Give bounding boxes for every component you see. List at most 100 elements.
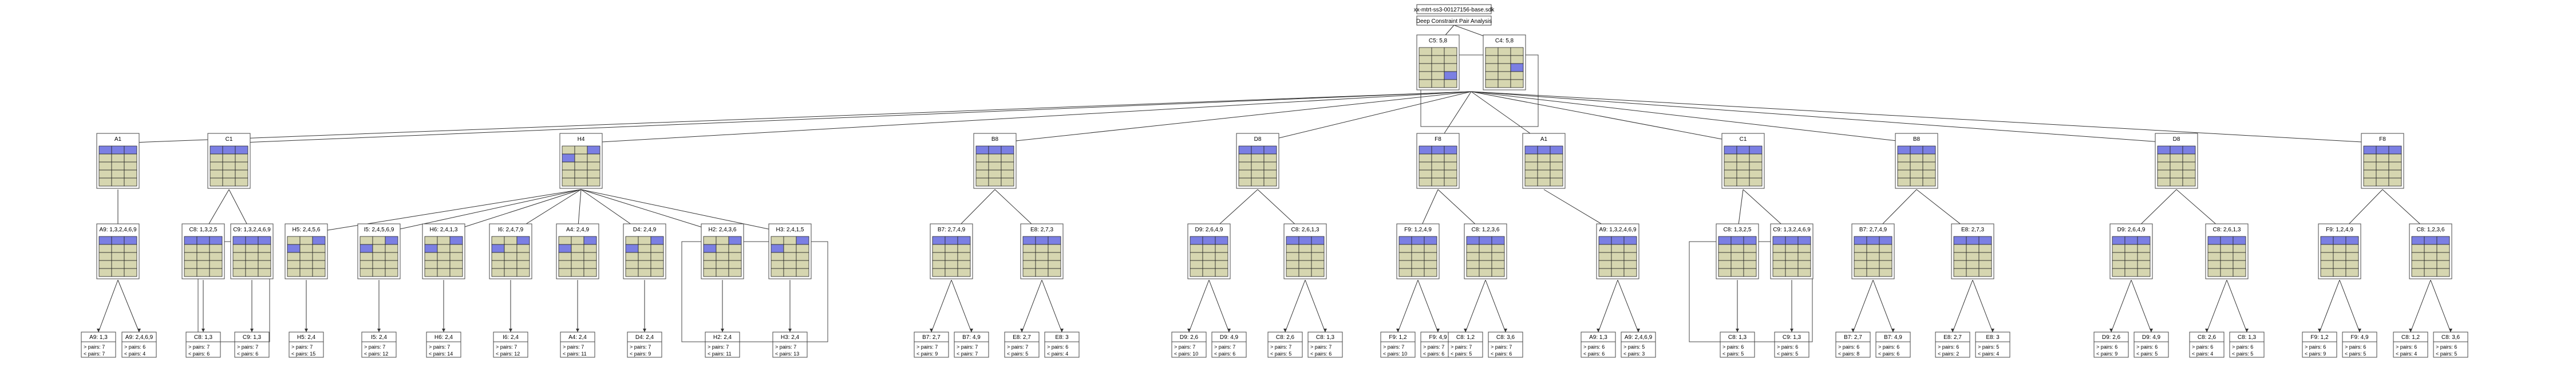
grid-cell bbox=[1444, 169, 1457, 179]
grid-cell bbox=[716, 236, 729, 245]
grid-cell bbox=[1724, 169, 1737, 179]
grid-cell bbox=[184, 268, 197, 277]
grid-cell bbox=[1411, 252, 1425, 261]
node-label: A4: 2,4 bbox=[568, 334, 587, 341]
grid-cell bbox=[1190, 244, 1203, 253]
edge-arrowhead bbox=[1396, 329, 1400, 332]
grid-cell bbox=[625, 252, 639, 261]
tree-node: C9: 1,3,2,4,6,9 bbox=[1770, 223, 1814, 279]
tree-node: C4: 5,8 bbox=[1483, 34, 1526, 90]
grid-cell bbox=[1251, 177, 1265, 187]
edge-arrowhead bbox=[721, 329, 724, 332]
pair-count: < pairs: 15 bbox=[291, 351, 315, 357]
grid-cell bbox=[1190, 252, 1203, 261]
tree-node: C5: 5,8 bbox=[1416, 34, 1460, 90]
grid-cell bbox=[1022, 252, 1036, 261]
grid-cell bbox=[2124, 260, 2138, 269]
tree-node: A4: 2,4> pairs: 7< pairs: 11 bbox=[560, 332, 595, 358]
grid-cell bbox=[210, 153, 223, 163]
grid-cell bbox=[184, 236, 197, 245]
grid-cell bbox=[1498, 63, 1511, 72]
grid-cell bbox=[1238, 169, 1252, 179]
tree-node: D9: 4,9> pairs: 6< pairs: 5 bbox=[2134, 332, 2169, 358]
result-box bbox=[1621, 332, 1656, 358]
cluster-frame bbox=[1420, 54, 1539, 127]
node-label: C9: 1,3,2,4,6,9 bbox=[233, 227, 271, 233]
grid-cell bbox=[111, 260, 125, 269]
grid-cell bbox=[1479, 244, 1492, 253]
tree-node: A9: 2,4,6,9> pairs: 6< pairs: 4 bbox=[121, 332, 157, 358]
grid-cell bbox=[2124, 252, 2138, 261]
grid-cell bbox=[1785, 268, 1799, 277]
grid-cell bbox=[1444, 71, 1457, 80]
edge-arrowhead bbox=[1597, 329, 1600, 332]
grid-cell bbox=[945, 236, 958, 245]
grid-cell bbox=[1524, 169, 1538, 179]
grid-cell bbox=[2112, 268, 2125, 277]
grid-cell bbox=[1398, 260, 1412, 269]
result-box bbox=[1380, 332, 1416, 358]
grid-cell bbox=[1444, 79, 1457, 88]
grid-cell bbox=[504, 244, 517, 253]
grid-cell bbox=[2170, 145, 2183, 155]
grid-cell bbox=[1035, 260, 1049, 269]
grid-cell bbox=[574, 177, 588, 187]
grid-cell bbox=[2411, 244, 2425, 253]
result-box bbox=[2393, 332, 2428, 358]
pair-count: < pairs: 5 bbox=[2345, 351, 2366, 357]
result-box bbox=[705, 332, 740, 358]
edge-arrowhead bbox=[2109, 329, 2113, 332]
grid-cell bbox=[1190, 236, 1203, 245]
node-label: C8: 1,3,2,5 bbox=[1724, 227, 1752, 233]
grid-cell bbox=[771, 252, 784, 261]
grid-cell bbox=[196, 268, 210, 277]
edge-arrowhead bbox=[2205, 329, 2208, 332]
edge-arrowhead bbox=[1436, 329, 1440, 332]
tree-node: F9: 1,2,4,9 bbox=[2318, 223, 2361, 279]
tree-node: I6: 2,4> pairs: 7< pairs: 12 bbox=[493, 332, 528, 358]
node-label: I5: 2,4,5,6,9 bbox=[364, 227, 394, 233]
node-label: B8 bbox=[1913, 136, 1921, 143]
grid-cell bbox=[1431, 177, 1445, 187]
tree-node: F9: 1,2> pairs: 6< pairs: 9 bbox=[2302, 332, 2337, 358]
grid-cell bbox=[1048, 268, 1061, 277]
tree-node: H4 bbox=[559, 133, 603, 189]
pair-count: < pairs: 5 bbox=[1007, 351, 1028, 357]
result-box bbox=[1004, 332, 1040, 358]
tree-node: C8: 1,3> pairs: 6< pairs: 5 bbox=[1720, 332, 1755, 358]
pair-count: > pairs: 7 bbox=[1491, 344, 1512, 350]
edge-arrowhead bbox=[1504, 329, 1507, 332]
grid-cell bbox=[385, 236, 398, 245]
pair-count: < pairs: 4 bbox=[1047, 351, 1068, 357]
pair-count: < pairs: 6 bbox=[1310, 351, 1332, 357]
tree-node: F8 bbox=[1416, 133, 1460, 189]
tree-node: E8: 2,7> pairs: 7< pairs: 5 bbox=[1004, 332, 1040, 358]
grid-cell bbox=[232, 252, 246, 261]
tree-edge bbox=[443, 189, 582, 234]
grid-cell bbox=[1785, 260, 1799, 269]
grid-cell bbox=[1311, 260, 1325, 269]
tree-node: A9: 1,3> pairs: 7< pairs: 7 bbox=[81, 332, 116, 358]
grid-cell bbox=[299, 244, 313, 253]
grid-cell bbox=[1524, 177, 1538, 187]
grid-cell bbox=[2207, 260, 2221, 269]
pair-count: > pairs: 6 bbox=[2096, 344, 2117, 350]
pair-count: > pairs: 6 bbox=[1583, 344, 1605, 350]
grid-cell bbox=[1724, 161, 1737, 171]
grid-cell bbox=[1215, 268, 1228, 277]
grid-cell bbox=[1772, 260, 1786, 269]
grid-cell bbox=[1922, 177, 1936, 187]
tree-node: D4: 2,4,9 bbox=[623, 223, 666, 279]
grid-cell bbox=[111, 252, 125, 261]
grid-cell bbox=[235, 169, 248, 179]
tree-edge bbox=[117, 91, 1472, 144]
result-box bbox=[121, 332, 157, 358]
grid-cell bbox=[2157, 177, 2171, 187]
grid-cell bbox=[2137, 268, 2151, 277]
grid-cell bbox=[2124, 244, 2138, 253]
grid-cell bbox=[312, 244, 326, 253]
grid-cell bbox=[1718, 236, 1732, 245]
node-label: I6: 2,4 bbox=[503, 334, 519, 341]
grid-cell bbox=[558, 244, 572, 253]
edge-arrowhead bbox=[1637, 329, 1640, 332]
